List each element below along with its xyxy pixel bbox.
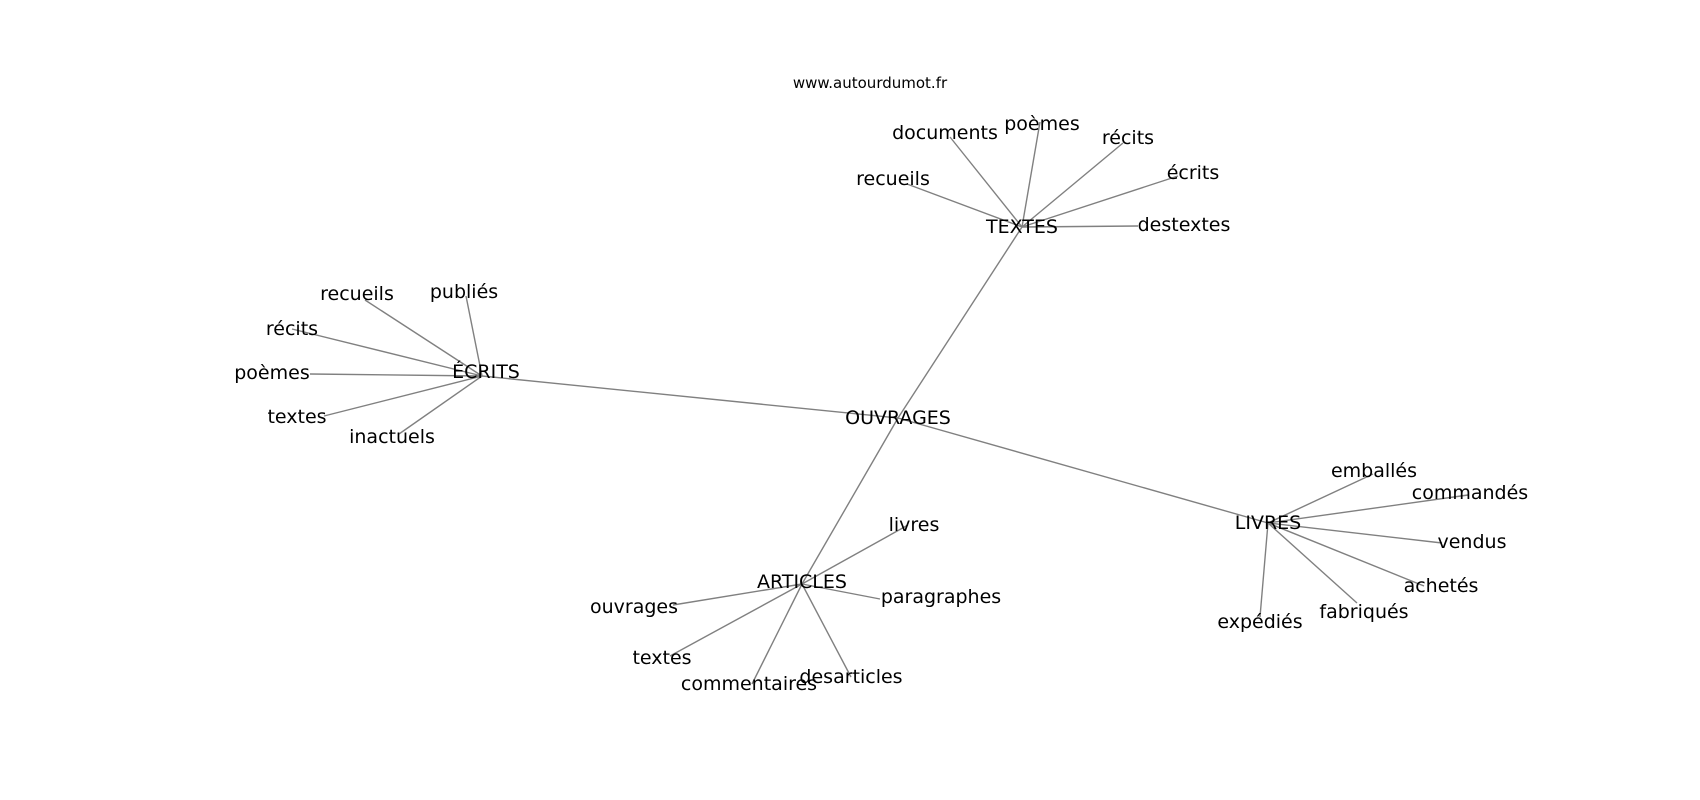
graph-edge xyxy=(1259,522,1269,618)
graph-edge xyxy=(801,417,899,585)
leaf-word-label[interactable]: fabriqués xyxy=(1319,601,1408,623)
source-watermark: www.autourdumot.fr xyxy=(793,74,948,92)
graph-edge xyxy=(897,417,1269,524)
leaf-word-label[interactable]: inactuels xyxy=(349,426,435,448)
leaf-word-label[interactable]: poèmes xyxy=(234,362,309,384)
leaf-word-label[interactable]: emballés xyxy=(1331,460,1417,482)
leaf-word-label[interactable]: ouvrages xyxy=(590,596,678,618)
hub-node-label[interactable]: ARTICLES xyxy=(757,571,847,593)
leaf-word-label[interactable]: recueils xyxy=(320,283,394,305)
graph-edge xyxy=(801,583,852,678)
leaf-word-label[interactable]: achetés xyxy=(1404,575,1479,597)
graph-edge xyxy=(1267,494,1469,524)
hub-node-label[interactable]: LIVRES xyxy=(1235,512,1301,534)
leaf-word-label[interactable]: recueils xyxy=(856,168,930,190)
leaf-word-label[interactable]: destextes xyxy=(1138,214,1231,236)
graph-edge xyxy=(481,375,899,419)
leaf-word-label[interactable]: textes xyxy=(632,647,691,669)
graph-edge xyxy=(1021,175,1179,228)
graph-labels: www.autourdumot.fr OUVRAGES TEXTES documen… xyxy=(234,74,1528,695)
leaf-word-label[interactable]: publiés xyxy=(430,281,498,303)
leaf-word-label[interactable]: commandés xyxy=(1412,482,1528,504)
graph-edge xyxy=(291,328,483,377)
leaf-word-label[interactable]: commentaires xyxy=(681,673,817,695)
graph-edge xyxy=(1267,522,1358,604)
graph-edge xyxy=(672,583,803,606)
graph-edge xyxy=(309,373,483,377)
graph-edge xyxy=(751,583,803,685)
hub-node-label[interactable]: ÉCRITS xyxy=(452,360,520,383)
graph-edge xyxy=(1021,225,1139,228)
graph-edge xyxy=(897,226,1023,419)
graph-edge xyxy=(398,375,483,435)
leaf-word-label[interactable]: poèmes xyxy=(1004,113,1079,135)
graph-edge xyxy=(1267,473,1374,524)
leaf-word-label[interactable]: paragraphes xyxy=(881,586,1001,608)
graph-edge xyxy=(801,583,881,600)
graph-edge xyxy=(323,375,483,417)
graph-edge xyxy=(801,524,909,585)
graph-edge xyxy=(949,136,1023,228)
leaf-word-label[interactable]: livres xyxy=(889,514,940,536)
leaf-word-label[interactable]: expédiés xyxy=(1217,611,1302,633)
root-node-label[interactable]: OUVRAGES xyxy=(845,407,951,429)
graph-edge xyxy=(364,299,483,377)
leaf-word-label[interactable]: récits xyxy=(266,318,318,340)
leaf-word-label[interactable]: récits xyxy=(1102,127,1154,149)
graph-edge xyxy=(906,183,1023,228)
graph-edge xyxy=(1267,522,1425,587)
graph-edge xyxy=(1021,121,1041,228)
hub-node-label[interactable]: TEXTES xyxy=(985,216,1058,238)
leaf-word-label[interactable]: desarticles xyxy=(799,666,902,688)
leaf-word-label[interactable]: textes xyxy=(267,406,326,428)
graph-edge xyxy=(1021,142,1124,228)
leaf-word-label[interactable]: documents xyxy=(892,122,998,144)
graph-edge xyxy=(1267,522,1443,544)
graph-edge xyxy=(669,583,803,657)
leaf-word-label[interactable]: vendus xyxy=(1438,531,1507,553)
leaf-word-label[interactable]: écrits xyxy=(1167,162,1220,184)
graph-edges xyxy=(291,121,1469,685)
graph-edge xyxy=(465,295,483,377)
